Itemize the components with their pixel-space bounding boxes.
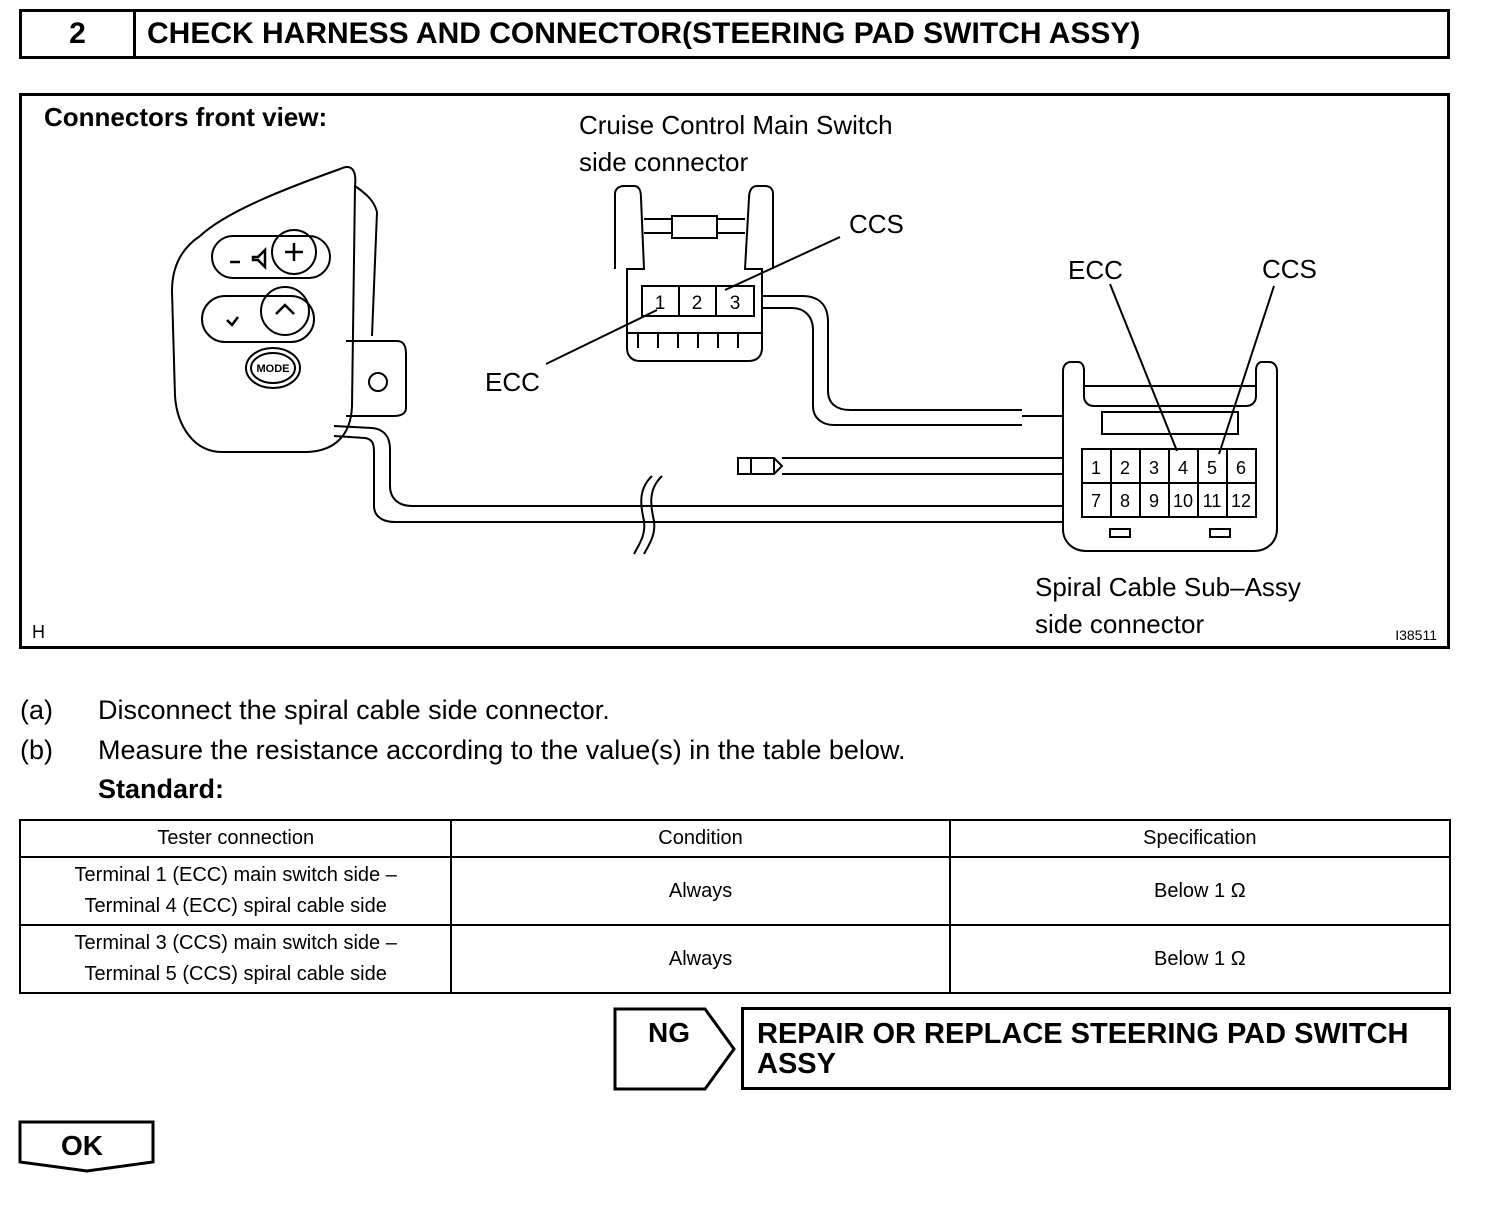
harness-main-switch	[333, 425, 1022, 507]
tester-connection-line: Terminal 4 (ECC) spiral cable side	[84, 895, 387, 917]
main-switch-label-line-2: side connector	[579, 147, 748, 177]
step-text: Disconnect the spiral cable side connect…	[98, 695, 610, 725]
column-header: Tester connection	[18, 819, 453, 858]
spiral-label-line-2: side connector	[1035, 609, 1204, 639]
step-text: Measure the resistance according to the …	[98, 735, 906, 765]
ng-label: NG	[648, 1017, 690, 1048]
ccs-leader-main	[724, 236, 841, 291]
mode-button	[245, 347, 301, 389]
main-switch-pin: 3	[730, 293, 741, 314]
ng-action-box: REPAIR OR REPLACE STEERING PAD SWITCH AS…	[741, 1007, 1451, 1090]
ccs-label-spiral: CCS	[1262, 254, 1317, 284]
tester-connection-cell: Terminal 3 (CCS) main switch side – Term…	[18, 924, 453, 994]
ecc-label-main-switch: ECC	[485, 367, 540, 397]
tester-connection-line: Terminal 1 (ECC) main switch side –	[74, 864, 397, 886]
mounting-bracket	[346, 340, 407, 417]
table-header-row: Tester connection Condition Specificatio…	[18, 819, 1452, 858]
step-number: 2	[22, 12, 136, 56]
step-label: (a)	[20, 695, 53, 725]
spiral-pin: 1	[1091, 458, 1101, 478]
spiral-pin: 5	[1207, 458, 1217, 478]
spiral-pin: 9	[1149, 491, 1159, 511]
tester-connection-cell: Terminal 1 (ECC) main switch side – Term…	[18, 856, 453, 926]
volume-up-button	[271, 229, 317, 275]
column-header: Condition	[450, 819, 951, 858]
main-switch-connector	[614, 185, 774, 362]
tester-connection-line: Terminal 5 (CCS) spiral cable side	[84, 963, 387, 985]
figure-caption: Connectors front view:	[44, 102, 327, 132]
ecc-label-spiral: ECC	[1068, 255, 1123, 285]
ok-arrow: OK	[18, 1120, 155, 1173]
cruise-up-button	[260, 286, 310, 336]
ccs-label-main-switch: CCS	[849, 209, 904, 239]
table-row: Terminal 1 (ECC) main switch side – Term…	[18, 856, 1452, 926]
spiral-pin: 8	[1120, 491, 1130, 511]
spiral-cable-connector	[1062, 361, 1278, 552]
spiral-pin: 10	[1173, 491, 1193, 511]
figure-corner-letter: H	[32, 622, 45, 642]
ecc-leader-main	[545, 309, 658, 365]
mode-button-label: MODE	[257, 363, 290, 375]
tester-connection-line: Terminal 3 (CCS) main switch side –	[74, 932, 397, 954]
spiral-label-line-1: Spiral Cable Sub–Assy	[1035, 572, 1301, 602]
connector-diagram: MODE Connectors front view: Cruise Contr…	[19, 93, 1450, 649]
standard-label: Standard:	[98, 774, 225, 804]
spiral-pin: 2	[1120, 458, 1130, 478]
lead-wire-terminal	[737, 457, 784, 475]
spiral-pin: 12	[1231, 491, 1251, 511]
main-switch-pin: 1	[655, 293, 666, 314]
step-header: 2 CHECK HARNESS AND CONNECTOR(STEERING P…	[19, 9, 1450, 59]
step-label: (b)	[20, 735, 53, 765]
steering-pad-switch-body	[170, 166, 357, 453]
ok-label: OK	[61, 1130, 103, 1161]
condition-cell: Always	[450, 924, 951, 994]
spiral-pin: 3	[1149, 458, 1159, 478]
condition-cell: Always	[450, 856, 951, 926]
spiral-pin: 4	[1178, 458, 1188, 478]
main-switch-label-line-1: Cruise Control Main Switch	[579, 110, 893, 140]
spiral-pin: 7	[1091, 491, 1101, 511]
connector-diagram-svg: MODE Connectors front view: Cruise Contr…	[32, 102, 1437, 643]
spiral-pin: 6	[1236, 458, 1246, 478]
specification-cell: Below 1 Ω	[948, 924, 1452, 994]
column-header: Specification	[948, 819, 1452, 858]
ccs-leader-spiral	[1218, 285, 1275, 455]
ecc-leader-spiral	[1109, 283, 1178, 452]
ng-arrow: NG	[613, 1007, 736, 1091]
standard-table: Tester connection Condition Specificatio…	[18, 819, 1452, 994]
step-title: CHECK HARNESS AND CONNECTOR(STEERING PAD…	[147, 17, 1141, 50]
specification-cell: Below 1 Ω	[948, 856, 1452, 926]
spiral-pin: 11	[1203, 491, 1222, 511]
figure-id: I38511	[1395, 627, 1437, 643]
table-row: Terminal 3 (CCS) main switch side – Term…	[18, 924, 1452, 994]
main-switch-pin: 2	[692, 293, 703, 314]
